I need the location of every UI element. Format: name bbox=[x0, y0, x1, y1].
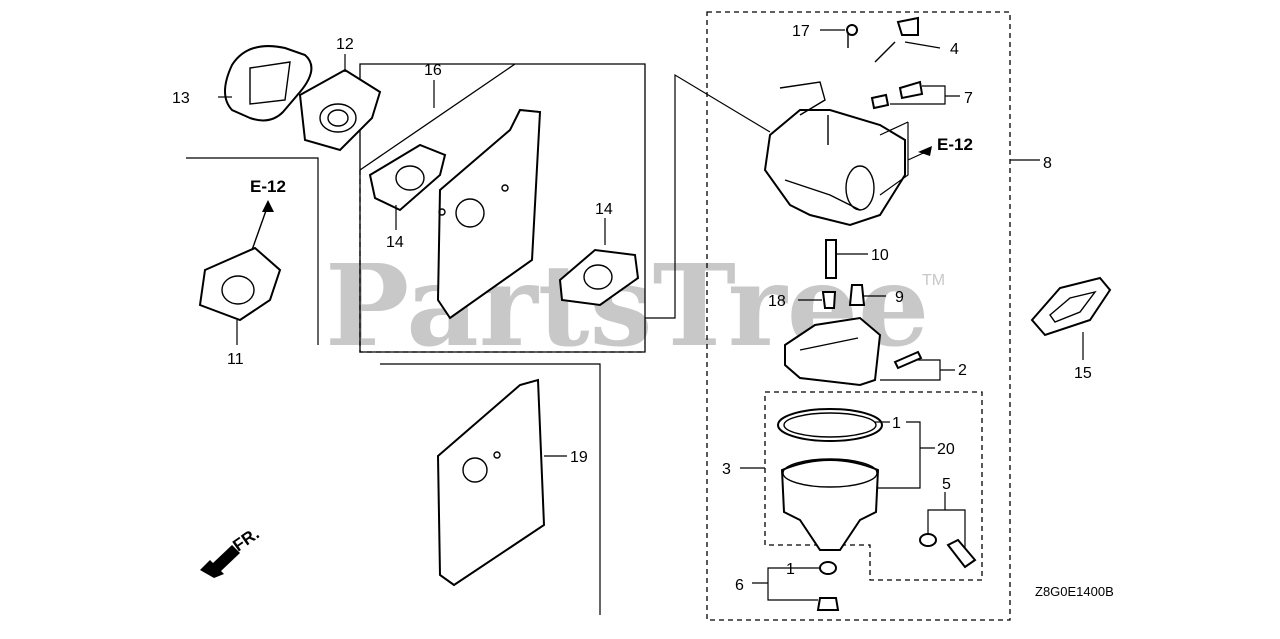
callout-20: 20 bbox=[937, 441, 955, 458]
part-14-gasket-left bbox=[368, 143, 447, 212]
insulator-group-box-dash bbox=[359, 170, 645, 353]
ref-label-left: E-12 bbox=[250, 177, 286, 196]
callout-17: 17 bbox=[792, 23, 810, 40]
callout-9: 9 bbox=[895, 289, 904, 306]
leader-lines bbox=[218, 29, 1084, 601]
float bbox=[784, 316, 882, 387]
callout-8: 8 bbox=[1043, 155, 1052, 172]
part-13-gasket bbox=[224, 45, 313, 122]
part-17-screw bbox=[846, 24, 858, 48]
callout-11: 11 bbox=[227, 351, 244, 368]
part-2-pin bbox=[893, 350, 923, 370]
part-14-gasket-right bbox=[558, 248, 640, 307]
drawing-code: Z8G0E1400B bbox=[1035, 584, 1114, 599]
part-15-gasket bbox=[1030, 276, 1112, 337]
part-19-plate bbox=[436, 378, 546, 587]
part-16-plate bbox=[436, 108, 542, 320]
callout-19: 19 bbox=[570, 449, 588, 466]
callout-2: 2 bbox=[958, 362, 967, 379]
part-18-jet bbox=[821, 291, 837, 309]
callout-1-lower: 1 bbox=[786, 561, 795, 578]
front-arrow-icon bbox=[200, 545, 240, 578]
ref-label-right: E-12 bbox=[937, 135, 973, 154]
callout-15: 15 bbox=[1074, 365, 1092, 382]
callout-6: 6 bbox=[735, 577, 744, 594]
part-20-float-chamber bbox=[780, 458, 880, 551]
callout-10: 10 bbox=[871, 247, 889, 264]
intake-group-frame bbox=[186, 157, 319, 345]
part-1-oring bbox=[777, 408, 883, 442]
callout-3: 3 bbox=[722, 461, 731, 478]
callout-16: 16 bbox=[424, 62, 442, 79]
watermark-trademark: TM bbox=[922, 272, 945, 289]
callout-5: 5 bbox=[942, 476, 951, 493]
part-6-bolt bbox=[816, 561, 840, 611]
carburetor-assembly-box bbox=[706, 11, 1011, 621]
part-12-insulator bbox=[298, 68, 382, 152]
callout-14-left: 14 bbox=[386, 234, 404, 251]
part-4-needle bbox=[874, 16, 919, 63]
ref-arrow-left-icon bbox=[262, 200, 274, 212]
connector-line bbox=[645, 73, 771, 319]
part-10-nozzle bbox=[825, 239, 837, 279]
insulator-group-box bbox=[359, 63, 646, 353]
callout-1-upper: 1 bbox=[892, 415, 901, 432]
callout-18: 18 bbox=[768, 293, 786, 310]
callout-4: 4 bbox=[950, 41, 959, 58]
part-11-intake bbox=[198, 204, 282, 322]
float-chamber-box bbox=[764, 391, 983, 581]
callout-13: 13 bbox=[172, 90, 190, 107]
part-7-screws bbox=[870, 80, 924, 110]
callout-14-right: 14 bbox=[595, 201, 613, 218]
callout-12: 12 bbox=[336, 36, 354, 53]
callout-7: 7 bbox=[964, 90, 973, 107]
gasket-group-frame bbox=[380, 363, 601, 615]
part-8-carburetor bbox=[763, 81, 906, 227]
part-9-jet bbox=[848, 284, 866, 306]
ref-arrow-right-icon bbox=[918, 146, 932, 156]
part-5-bolt bbox=[919, 533, 977, 569]
